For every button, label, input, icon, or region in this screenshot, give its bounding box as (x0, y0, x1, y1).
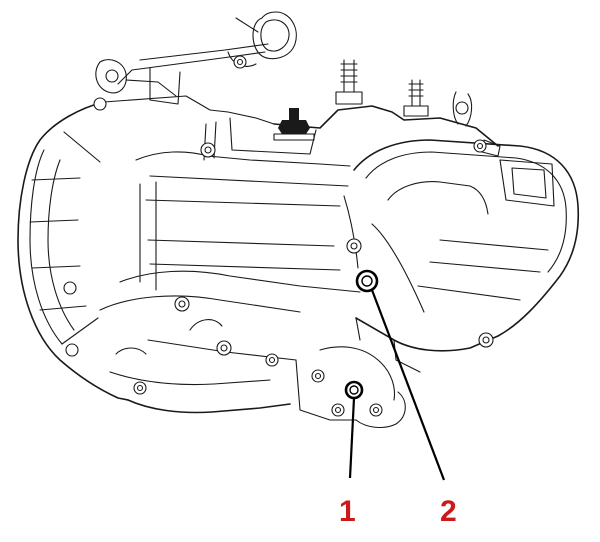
callout-leaders (348, 289, 446, 481)
plug-2-filler (355, 269, 379, 293)
top-studs (335, 59, 501, 157)
shift-lever-linkage (95, 11, 297, 105)
callout-1-label: 1 (339, 495, 356, 528)
gearbox-housing (17, 95, 580, 429)
plug-1-drain (344, 380, 364, 400)
callout-2-label: 2 (440, 495, 457, 528)
housing-bolts (133, 139, 494, 417)
